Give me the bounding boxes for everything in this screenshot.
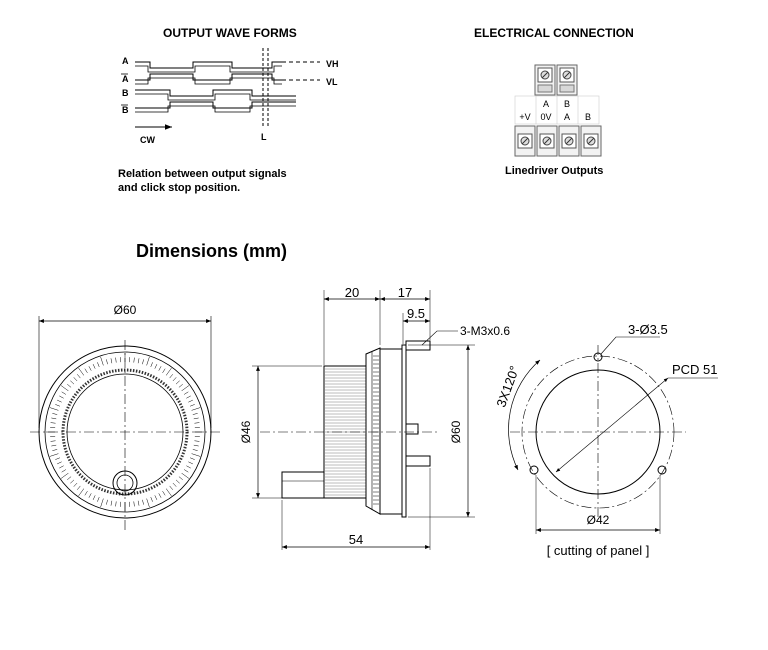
wave-a-bar: [135, 73, 282, 85]
conn-bottom-label-a: A: [564, 112, 570, 122]
side-dia-60-label: Ø60: [449, 420, 463, 443]
waveforms-caption-line2: and click stop position.: [118, 182, 241, 194]
wave-a: [135, 61, 282, 73]
side-length-54-label: 54: [349, 532, 363, 547]
panel-angle-label: 3X120°: [493, 364, 522, 409]
waveforms-title: OUTPUT WAVE FORMS: [163, 26, 297, 40]
panel-cutout: [508, 336, 718, 534]
front-view: [30, 316, 220, 530]
conn-bottom-label-v: +V: [519, 112, 530, 122]
conn-bottom-label-0v: 0V: [540, 112, 551, 122]
wave-b-bar: [135, 101, 296, 113]
connection-title: ELECTRICAL CONNECTION: [474, 26, 634, 40]
side-width-20-label: 20: [345, 285, 359, 300]
side-width-9-5-label: 9.5: [407, 306, 425, 321]
dimensions-title: Dimensions (mm): [136, 241, 288, 261]
panel-pcd-label: PCD 51: [672, 362, 718, 377]
conn-bottom-label-b: B: [585, 112, 591, 122]
wave-label-b: B: [122, 88, 129, 98]
wave-label-cw: CW: [140, 135, 155, 145]
side-thread-label: 3-M3x0.6: [460, 324, 510, 338]
side-width-17-label: 17: [398, 285, 412, 300]
panel-caption: [ cutting of panel ]: [547, 543, 650, 558]
terminal-top-a: [534, 64, 556, 96]
conn-top-label-b: B: [564, 99, 570, 109]
panel-dia-42-label: Ø42: [587, 513, 610, 527]
wave-label-b-bar: B: [122, 105, 129, 115]
terminal-top-b: [556, 64, 578, 96]
conn-top-label-a: A: [543, 99, 549, 109]
wave-label-a-bar: A: [122, 74, 129, 84]
front-view-scale: [46, 353, 204, 511]
panel-holes-label: 3-Ø3.5: [628, 322, 668, 337]
terminal-block: [514, 64, 602, 157]
side-view: [252, 290, 475, 550]
wave-label-l: L: [261, 132, 267, 142]
terminal-bottom-row: [514, 125, 602, 157]
waveform-diagram: [135, 48, 320, 130]
wave-label-a: A: [122, 56, 129, 66]
connection-caption: Linedriver Outputs: [505, 165, 604, 177]
front-dia-60-label: Ø60: [114, 303, 137, 317]
knurl-hatch: [325, 368, 367, 496]
wave-label-vl: VL: [326, 77, 338, 87]
side-scale: [373, 355, 379, 505]
waveforms-caption-line1: Relation between output signals: [118, 168, 287, 180]
wave-b: [135, 89, 296, 101]
wave-label-vh: VH: [326, 59, 339, 69]
side-dia-46-label: Ø46: [239, 420, 253, 443]
waveforms-caption: Relation between output signals and clic…: [118, 167, 287, 195]
